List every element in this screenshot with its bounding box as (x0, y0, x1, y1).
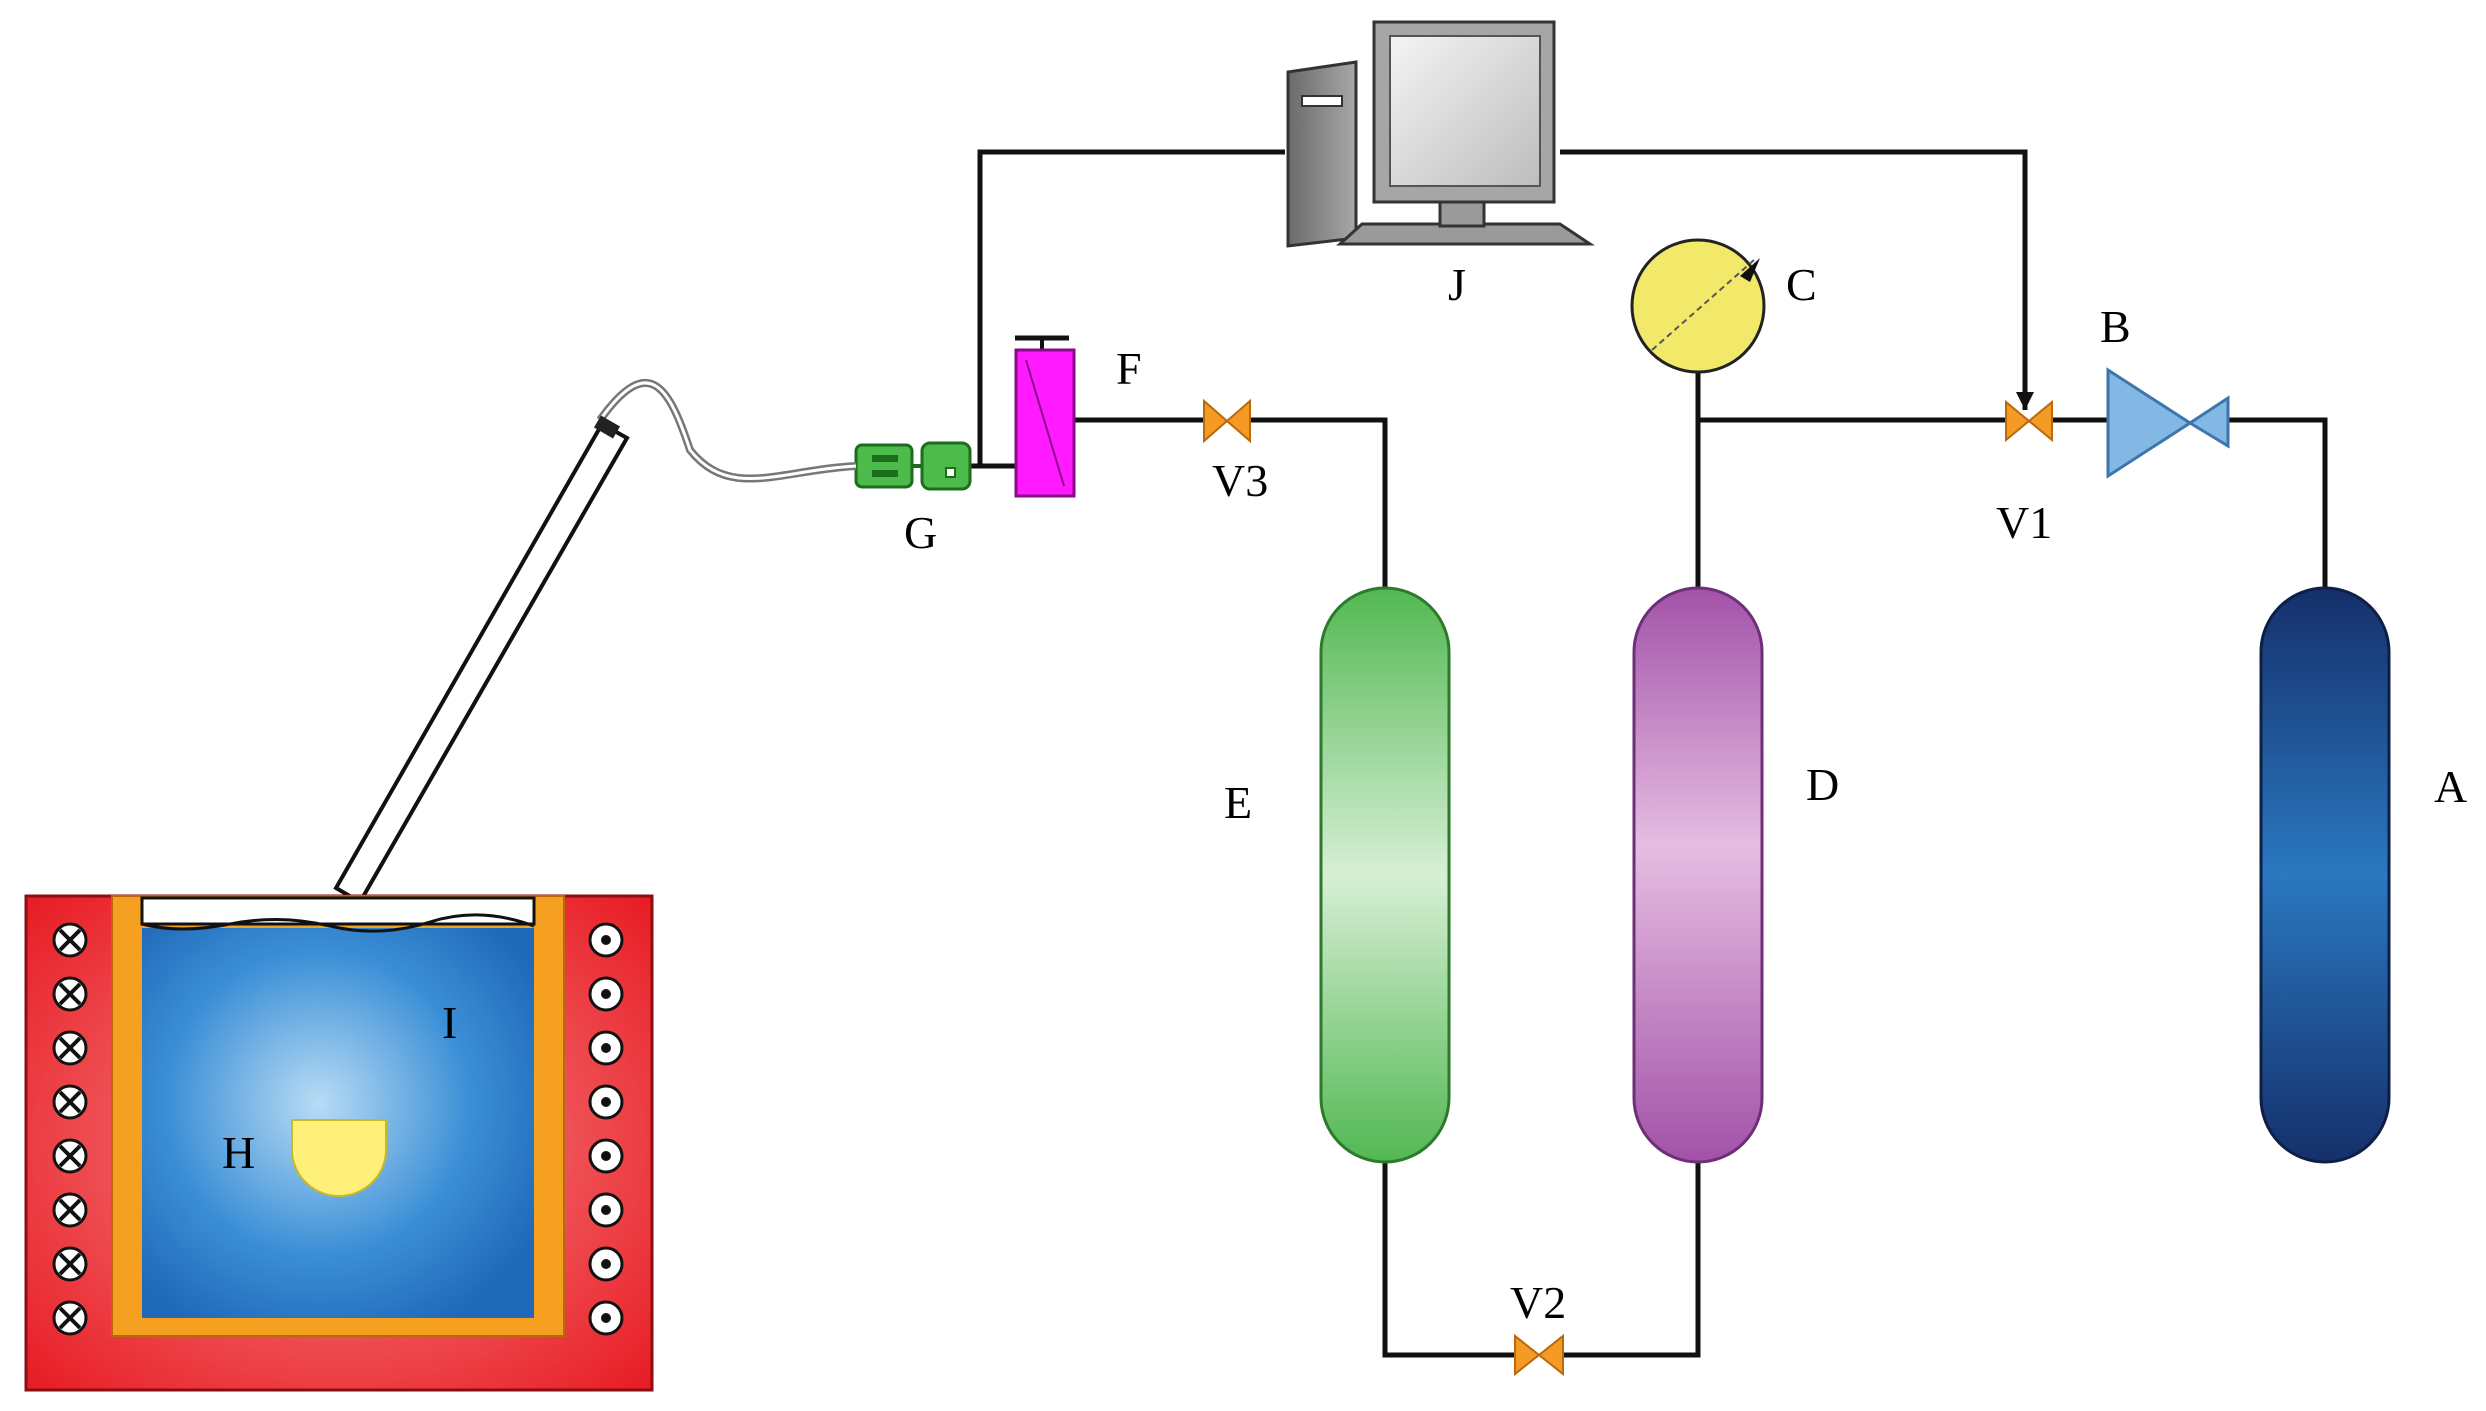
label-d: D (1806, 759, 1839, 810)
coil-cross-marker (52, 1084, 88, 1120)
coil-windings-right (588, 922, 624, 1336)
valve-v2[interactable] (1514, 1333, 1564, 1377)
coil-cross-marker (52, 1300, 88, 1336)
coil-cross-marker (52, 922, 88, 958)
coil-dot-marker (588, 1138, 624, 1174)
pipe-a-to-regulator (2228, 417, 2328, 594)
coil-dot-marker (588, 1030, 624, 1066)
connector-g (854, 441, 972, 491)
control-line-to-connector (977, 149, 1285, 466)
sample-h (291, 1119, 387, 1197)
label-v2: V2 (1510, 1277, 1566, 1328)
coil-dot-marker (588, 1300, 624, 1336)
control-arrow-head (2016, 392, 2034, 410)
vessel-d (1632, 586, 1764, 1164)
coil-cross-marker (52, 1192, 88, 1228)
pipe-e-to-v3 (1250, 417, 1388, 594)
coil-windings-left (52, 922, 88, 1336)
pipe-v2-to-e (1382, 1160, 1515, 1358)
computer-j (1286, 20, 1595, 248)
label-g: G (904, 507, 937, 558)
coil-dot-marker (588, 976, 624, 1012)
label-v1: V1 (1996, 497, 2052, 548)
induction-furnace (24, 894, 654, 1392)
label-e: E (1224, 777, 1252, 828)
valve-v3[interactable] (1203, 398, 1251, 444)
coil-dot-marker (588, 1192, 624, 1228)
pressure-regulator-b (2106, 367, 2230, 479)
coil-cross-marker (52, 1030, 88, 1066)
coil-dot-marker (588, 1084, 624, 1120)
control-line-to-v1 (1560, 149, 2028, 410)
coil-cross-marker (52, 1138, 88, 1174)
coil-cross-marker (52, 976, 88, 1012)
filter-f (1014, 335, 1076, 498)
coil-dot-marker (588, 922, 624, 958)
valve-v1[interactable] (2005, 399, 2053, 443)
label-j: J (1448, 259, 1466, 310)
pressure-gauge-c (1630, 238, 1766, 374)
label-f: F (1116, 343, 1142, 394)
vessel-e (1319, 586, 1451, 1164)
component-labels: A B C D E F G H I J V1 V2 V3 (222, 259, 2467, 1328)
label-c: C (1786, 259, 1817, 310)
label-a: A (2434, 761, 2467, 812)
coil-dot-marker (588, 1246, 624, 1282)
label-i: I (442, 997, 457, 1048)
coil-cross-marker (52, 1246, 88, 1282)
gas-pipes (970, 149, 2328, 1358)
gas-cylinder-a (2259, 586, 2391, 1164)
label-b: B (2100, 301, 2131, 352)
label-v3: V3 (1212, 455, 1268, 506)
pipe-d-to-v2 (1563, 1160, 1701, 1358)
label-h: H (222, 1127, 255, 1178)
